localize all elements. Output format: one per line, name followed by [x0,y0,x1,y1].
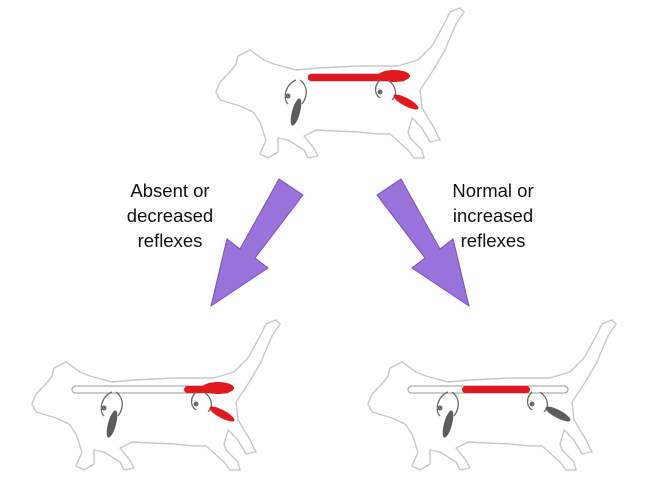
label-right-line-2: increased [452,205,534,226]
spinal-cord-red-segment [462,386,530,393]
thoracic-muscle-icon [442,410,454,438]
pelvic-muscle-icon [393,94,419,110]
pelvic-muscle-icon [209,406,235,422]
label-left-line-1: Absent or [130,180,210,201]
label-left-line-3: reflexes [137,230,203,251]
lumbar-enlargement-icon [202,382,234,394]
cat-figure-bottom-left [31,319,281,471]
arrow-down-right-shape [376,178,470,308]
label-right-line-1: Normal or [452,180,534,201]
thoracic-muscle-icon [290,98,302,126]
pelvic-reflex-arc-icon [526,391,549,413]
label-right-line-3: reflexes [460,230,526,251]
thoracic-ganglion-icon [101,405,107,411]
thoracic-reflex-arc-icon [284,79,307,105]
label-normal-increased-reflexes: Normal or increased reflexes [423,178,563,253]
pelvic-ganglion-icon [193,401,199,407]
pelvic-muscle-icon [545,406,571,422]
thoracic-muscle-icon [106,410,118,438]
pelvic-ganglion-icon [529,401,535,407]
thoracic-ganglion-icon [437,405,443,411]
thoracic-ganglion-icon [285,93,291,99]
thoracic-reflex-arc-icon [100,391,123,417]
cat-figure-bottom-right [367,319,617,471]
cat-outline-icon [215,7,465,159]
arrow-down-left-icon [210,178,304,308]
cat-figure-top [215,7,465,159]
arrow-down-right-icon [376,178,470,308]
label-absent-decreased-reflexes: Absent or decreased reflexes [100,178,240,253]
thoracic-reflex-arc-icon [436,391,459,417]
arrow-down-left-shape [210,178,304,308]
label-left-line-2: decreased [126,205,214,226]
cat-outline-icon [367,319,617,471]
pelvic-reflex-arc-icon [374,79,397,101]
pelvic-ganglion-icon [377,89,383,95]
cat-outline-icon [31,319,281,471]
pelvic-reflex-arc-icon [190,391,213,413]
lumbar-enlargement-icon [378,70,410,82]
